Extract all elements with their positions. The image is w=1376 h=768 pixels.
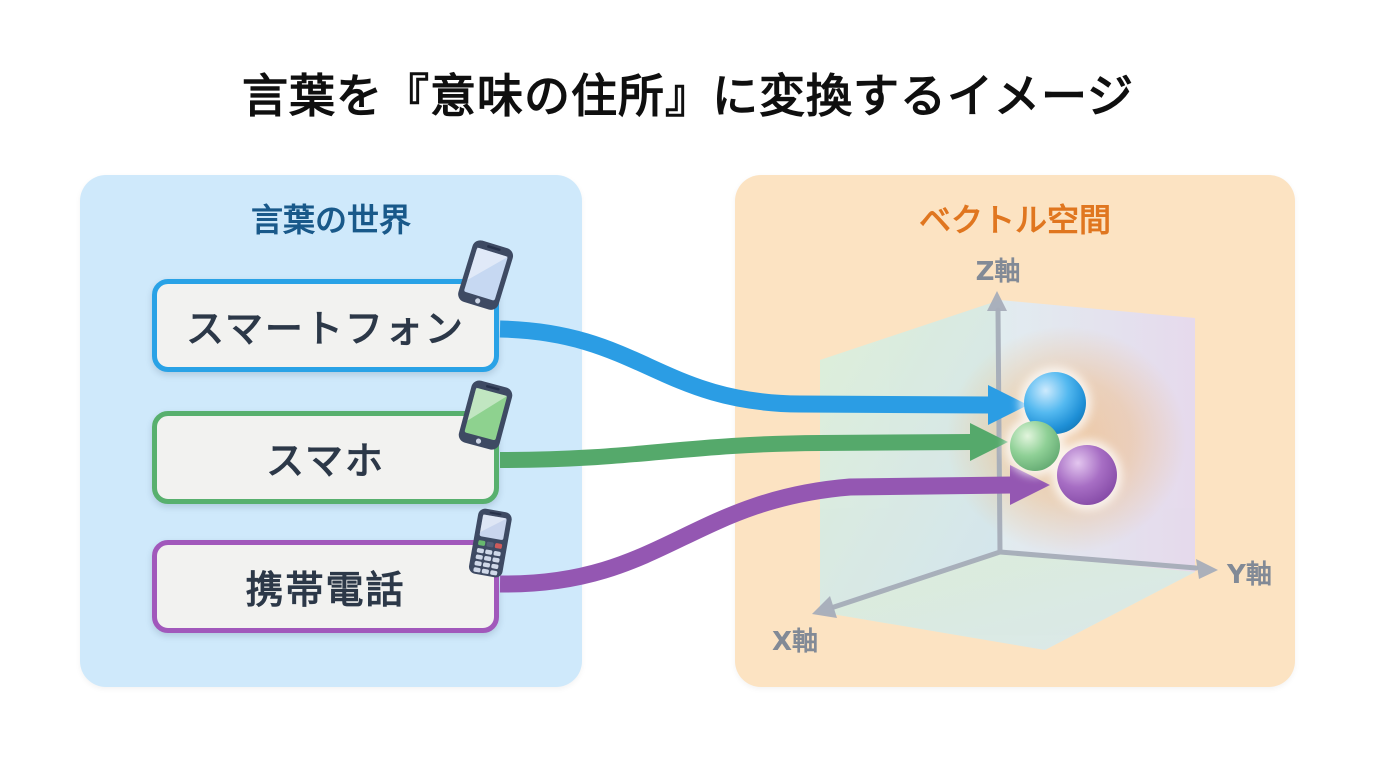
- y-axis-label: Y軸: [1227, 560, 1272, 590]
- words-panel-title: 言葉の世界: [250, 201, 411, 239]
- word-label: スマートフォン: [186, 307, 465, 351]
- word-box-smartphone: スマートフォン: [152, 279, 499, 372]
- word-label: 携帯電話: [245, 568, 406, 612]
- word-box-keitai: 携帯電話: [152, 540, 499, 633]
- vector-space-title: ベクトル空間: [918, 201, 1111, 239]
- x-axis-label: X軸: [771, 627, 819, 657]
- smartphone-blue-icon: [452, 236, 517, 318]
- word-box-sumaho: スマホ: [152, 411, 499, 504]
- feature-phone-icon: [464, 505, 516, 585]
- page-title: 言葉を『意味の住所』に変換するイメージ: [241, 69, 1135, 123]
- z-axis-label: Z軸: [975, 257, 1021, 287]
- word-label: スマホ: [266, 439, 385, 483]
- smartphone-green-icon: [453, 376, 516, 457]
- words-panel: 言葉の世界 スマートフォン スマホ 携帯電話: [80, 175, 582, 687]
- vector-space-panel: ベクトル空間 Z軸 Y軸 X軸: [735, 175, 1295, 687]
